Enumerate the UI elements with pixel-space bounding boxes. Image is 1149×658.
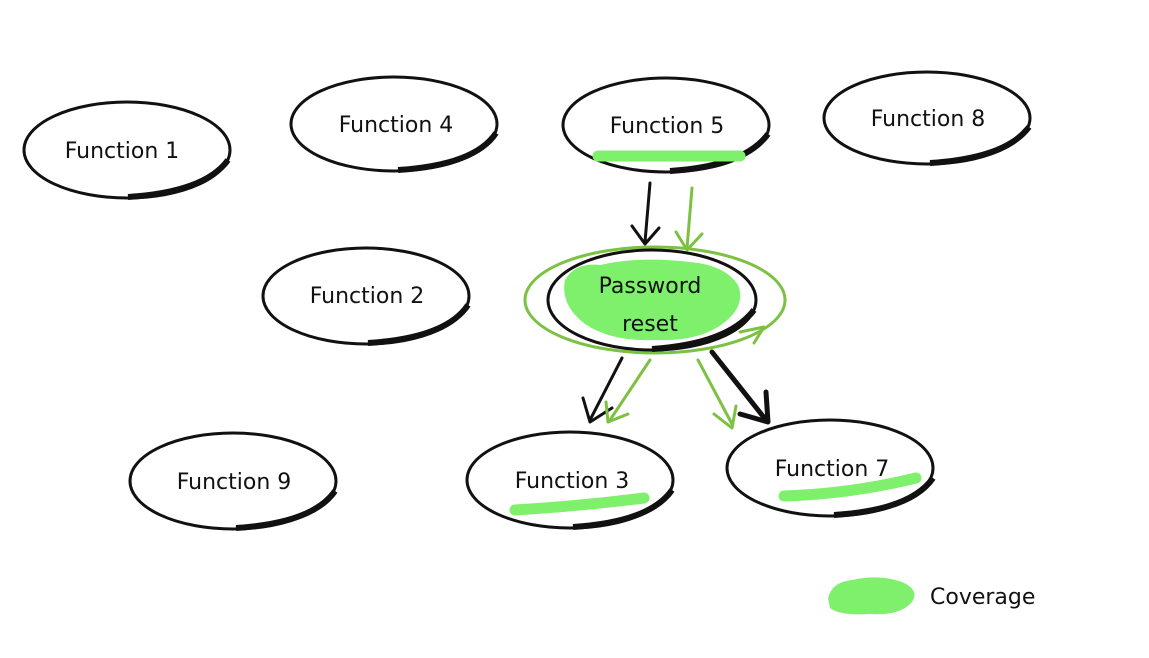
legend: Coverage [828, 577, 1035, 615]
node-password-reset: Password reset [523, 245, 787, 355]
node-label: Function 5 [610, 114, 725, 139]
node-label: Function 4 [339, 113, 454, 138]
coverage-highlight [778, 472, 922, 502]
legend-coverage-label: Coverage [930, 585, 1035, 610]
arrow-coverage-password-reset-to-function7 [696, 358, 738, 430]
arrow-password-reset-to-function7 [709, 349, 771, 425]
arrow-password-reset-to-function3 [581, 356, 624, 424]
node-function-1: Function 1 [22, 100, 232, 200]
node-label: Function 2 [310, 284, 425, 309]
node-label: Function 1 [65, 139, 180, 164]
arrow-coverage-function5-to-password-reset [674, 186, 704, 252]
coverage-highlight [509, 492, 650, 516]
node-function-4: Function 4 [289, 75, 499, 173]
node-function-5: Function 5 [561, 76, 771, 174]
node-label: Function 8 [871, 107, 986, 132]
node-function-7: Function 7 [725, 418, 936, 518]
node-function-3: Function 3 [465, 430, 675, 530]
node-function-8: Function 8 [822, 70, 1032, 166]
coverage-highlight [564, 259, 741, 341]
node-label: Function 9 [177, 470, 292, 495]
node-label: Function 7 [775, 457, 890, 482]
arrow-function5-to-password-reset [630, 181, 661, 246]
arrow-coverage-password-reset-to-function3 [604, 358, 652, 424]
node-function-9: Function 9 [128, 431, 338, 531]
node-label-line-1: Password [599, 274, 702, 299]
node-label-line-2: reset [622, 312, 678, 337]
node-label: Function 3 [515, 469, 630, 494]
coverage-ring [523, 245, 787, 355]
coverage-swatch [828, 577, 915, 615]
node-function-2: Function 2 [261, 246, 471, 346]
